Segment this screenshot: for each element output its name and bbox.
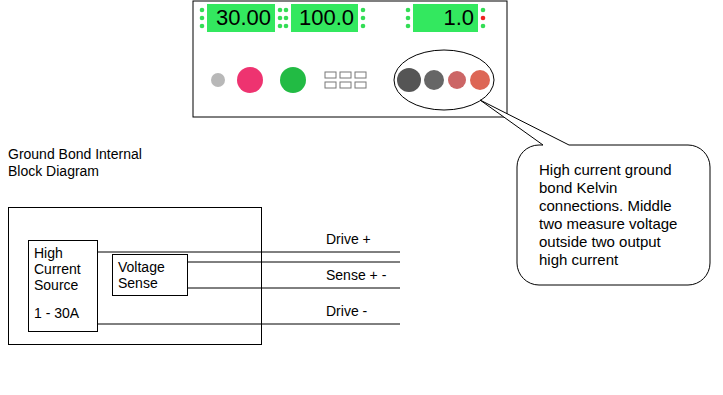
wire	[188, 288, 400, 289]
box-label: Voltage Sense	[118, 259, 182, 291]
wire	[188, 262, 400, 263]
highlight-ellipse	[394, 50, 494, 110]
diagram-heading: Ground Bond Internal Block Diagram	[8, 146, 178, 180]
key	[355, 82, 366, 88]
indicator-dot	[406, 24, 411, 29]
box-label: 30.00	[211, 4, 271, 32]
indicator-dot	[278, 16, 283, 21]
drive-terminal	[470, 70, 490, 90]
green-button	[280, 67, 306, 93]
indicator-dot	[481, 24, 486, 29]
key	[340, 82, 351, 88]
box-label: High Current Source	[34, 245, 92, 293]
front-panel	[193, 1, 507, 117]
indicator-dot	[361, 16, 366, 21]
display-readout: 1.0	[413, 4, 478, 32]
box-label: 1.0	[417, 4, 474, 32]
keypad	[325, 72, 366, 88]
callout-text: High current ground bond Kelvin connecti…	[539, 161, 690, 269]
pink-button	[237, 67, 263, 93]
signal-label: Sense + -	[326, 267, 386, 283]
indicator-dot	[278, 8, 283, 13]
box-label: 1 - 30A	[34, 305, 92, 321]
indicator-dot	[361, 24, 366, 29]
key	[325, 72, 336, 78]
process-box: Voltage Sense	[112, 254, 188, 296]
grey-button	[211, 73, 225, 87]
wires	[98, 252, 400, 324]
indicator-dot	[481, 16, 486, 21]
callout-bubble: High current ground bond Kelvin connecti…	[517, 145, 710, 285]
indicator-dot	[200, 16, 205, 21]
key	[355, 72, 366, 78]
process-box: High Current Source 1 - 30A	[28, 240, 98, 332]
callout-outline	[480, 100, 710, 285]
sense-terminal	[448, 71, 466, 89]
indicator-dot	[200, 8, 205, 13]
indicator-dot	[481, 8, 486, 13]
drive-terminal	[397, 68, 421, 92]
signal-label: Drive -	[326, 303, 367, 319]
indicator-dot	[406, 8, 411, 13]
display-readout: 100.0	[291, 4, 358, 32]
block-diagram-frame: Ground Bond Internal Block DiagramHigh C…	[8, 207, 262, 345]
indicator-dot	[361, 8, 366, 13]
indicator-dot	[278, 24, 283, 29]
indicator-dot	[200, 24, 205, 29]
key	[340, 72, 351, 78]
indicator-dot	[406, 16, 411, 21]
box-label: 100.0	[295, 4, 354, 32]
wire	[98, 324, 400, 325]
indicator-dot	[284, 24, 289, 29]
wire	[98, 252, 400, 253]
indicator-dot	[284, 8, 289, 13]
signal-label: Drive +	[326, 231, 371, 247]
display-readout: 30.00	[207, 4, 275, 32]
key	[325, 82, 336, 88]
indicator-dot	[284, 16, 289, 21]
sense-terminal	[424, 70, 444, 90]
